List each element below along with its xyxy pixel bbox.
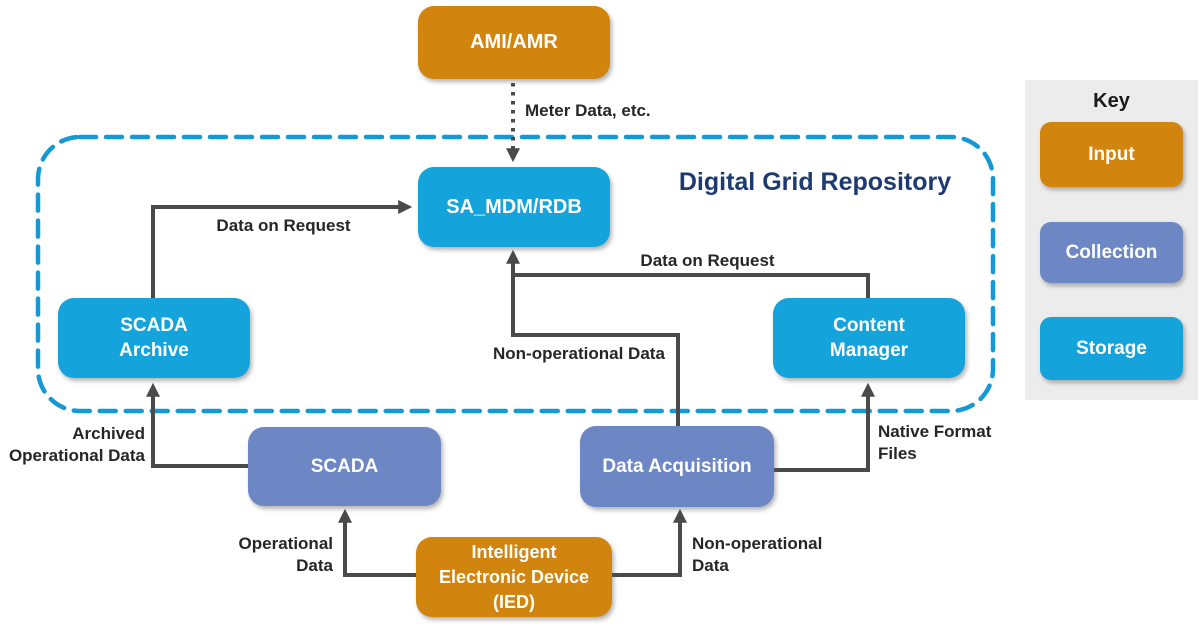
repository-boundary: [35, 134, 996, 414]
node-scada: SCADA: [248, 427, 441, 506]
node-label: SA_MDM/RDB: [446, 195, 582, 218]
node-data-acquisition: Data Acquisition: [580, 426, 774, 507]
label-data-on-request-left: Data on Request: [216, 216, 351, 235]
node-ami-amr: AMI/AMR: [418, 6, 610, 79]
edge-ied-to-dataacq: [610, 508, 687, 577]
node-label: SCADA: [310, 456, 379, 477]
node-label: Content Manager: [829, 315, 909, 361]
edge-scada-to-archive: [146, 382, 250, 468]
edge-contentmanager-to-samdm: [513, 273, 870, 298]
key-item-label: Collection: [1065, 241, 1158, 263]
key-item-input: Input: [1040, 122, 1183, 187]
node-scada-archive: SCADA Archive: [58, 298, 250, 378]
edge-ied-to-scada: [338, 508, 418, 577]
node-label: Intelligent Electronic Device (IED): [438, 541, 590, 612]
node-sa-mdm-rdb: SA_MDM/RDB: [418, 167, 610, 247]
key-panel: Key Input Collection Storage: [1025, 80, 1198, 400]
edge-archive-to-samdm: [151, 200, 413, 298]
label-native-format-files: Native Format Files: [878, 422, 992, 463]
label-data-on-request-right: Data on Request: [640, 251, 775, 270]
label-non-operational-center: Non-operational Data: [493, 344, 665, 363]
label-operational-data: Operational Data: [238, 534, 333, 575]
node-label: SCADA Archive: [119, 315, 189, 361]
node-ied: Intelligent Electronic Device (IED): [416, 537, 612, 617]
label-meter-data: Meter Data, etc.: [525, 101, 651, 120]
key-item-label: Input: [1088, 143, 1135, 165]
node-label: Data Acquisition: [602, 456, 752, 477]
key-title: Key: [1093, 90, 1130, 112]
key-item-storage: Storage: [1040, 317, 1183, 380]
node-label: AMI/AMR: [470, 31, 558, 53]
label-archived-operational-data: Archived Operational Data: [8, 424, 145, 465]
key-item-collection: Collection: [1040, 222, 1183, 283]
node-content-manager: Content Manager: [773, 298, 965, 378]
repository-title: Digital Grid Repository: [678, 168, 952, 196]
key-item-label: Storage: [1076, 337, 1147, 359]
label-non-operational-data-bottom: Non-operational Data: [692, 534, 823, 575]
edge-dataacq-to-samdm: [513, 333, 680, 426]
edge-dataacq-to-contentmanager: [772, 382, 875, 472]
